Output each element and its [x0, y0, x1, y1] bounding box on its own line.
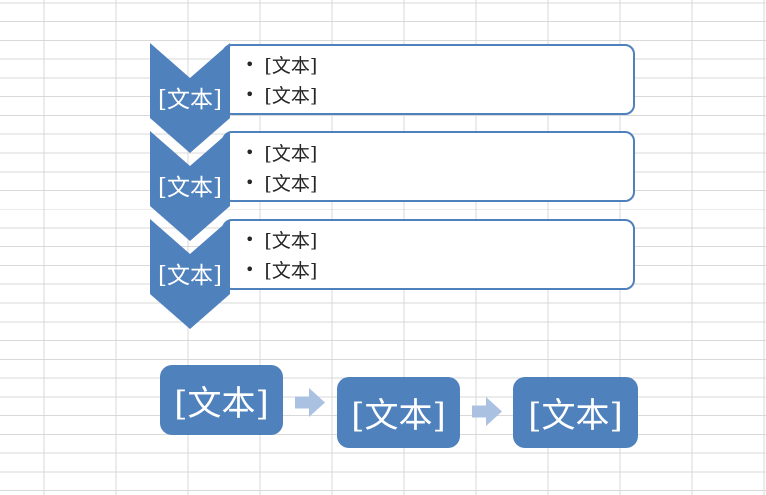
bullet-line: • [文本]: [245, 50, 627, 80]
bullet-marker-icon: •: [245, 230, 255, 249]
bullet-marker-icon: •: [245, 142, 255, 162]
list-item-box[interactable]: • [文本] • [文本]: [222, 131, 635, 202]
right-block-arrow-icon: [472, 397, 502, 426]
chevron-shape[interactable]: [文本]: [150, 218, 230, 329]
bullet-marker-icon: •: [245, 85, 255, 104]
bullet-marker-icon: •: [245, 260, 255, 279]
process-step-label: [文本]: [528, 396, 623, 436]
bullet-text: [文本]: [264, 172, 318, 195]
process-arrow[interactable]: [295, 388, 325, 417]
down-chevron-icon: [150, 218, 230, 329]
process-step-label: [文本]: [351, 396, 446, 436]
process-step[interactable]: [文本]: [513, 377, 638, 448]
bullet-line: • [文本]: [245, 167, 627, 197]
process-step[interactable]: [文本]: [160, 365, 283, 435]
bullet-text: [文本]: [264, 142, 318, 165]
process-step-label: [文本]: [174, 383, 269, 424]
down-chevron-icon: [150, 43, 230, 153]
chevron-shape[interactable]: [文本]: [150, 43, 230, 153]
bullet-text: [文本]: [264, 230, 318, 252]
bullet-line: • [文本]: [245, 137, 627, 167]
bullet-text: [文本]: [264, 85, 318, 107]
down-chevron-icon: [150, 131, 230, 241]
right-block-arrow-icon: [295, 388, 325, 417]
list-item-box[interactable]: • [文本] • [文本]: [222, 43, 635, 115]
bullet-marker-icon: •: [245, 55, 255, 74]
bullet-line: • [文本]: [245, 80, 627, 110]
bullet-line: • [文本]: [245, 225, 627, 255]
chevron-shape[interactable]: [文本]: [150, 131, 230, 241]
process-step[interactable]: [文本]: [337, 377, 460, 448]
chevron-label: [文本]: [158, 175, 222, 201]
list-item-box[interactable]: • [文本] • [文本]: [222, 218, 635, 290]
bullet-line: • [文本]: [245, 255, 627, 285]
bullet-text: [文本]: [264, 260, 318, 282]
bullet-marker-icon: •: [245, 172, 255, 192]
bullet-text: [文本]: [264, 55, 318, 77]
chevron-label: [文本]: [158, 262, 222, 289]
process-arrow[interactable]: [472, 397, 502, 426]
chevron-label: [文本]: [158, 87, 222, 113]
